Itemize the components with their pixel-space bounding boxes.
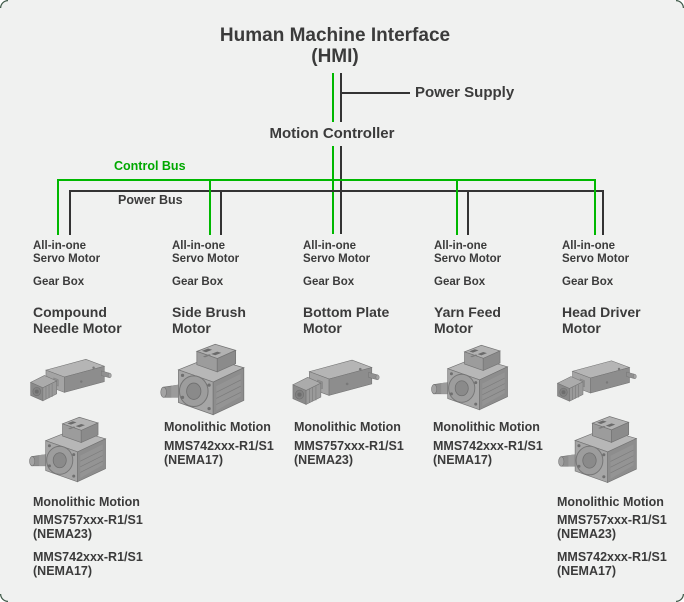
title-line-2: (HMI) bbox=[311, 46, 359, 67]
column-3-part-1: MMS757xxx-R1/S1 (NEMA23) bbox=[294, 439, 404, 467]
column-5-motor-name: Head Driver Motor bbox=[562, 304, 641, 336]
column-2-gearbox-label: Gear Box bbox=[172, 276, 224, 288]
motor-name-line: Side Brush bbox=[172, 304, 246, 320]
column-5-control-drop bbox=[594, 179, 596, 235]
motor-name-line: Head Driver bbox=[562, 304, 641, 320]
column-2-power-drop bbox=[220, 190, 222, 235]
column-3-motor-name: Bottom Plate Motor bbox=[303, 304, 389, 336]
part-nema: (NEMA17) bbox=[164, 452, 224, 467]
column-1-motor-name: Compound Needle Motor bbox=[33, 304, 122, 336]
part-nema: (NEMA17) bbox=[557, 563, 617, 578]
motor-name-line: Needle Motor bbox=[33, 320, 122, 336]
column-5-servo-label: All-in-one Servo Motor bbox=[562, 240, 629, 266]
rounded-corner bbox=[0, 594, 8, 602]
servo-label-line: Servo Motor bbox=[33, 253, 101, 265]
servo-label-line: Servo Motor bbox=[562, 253, 630, 265]
servo-label-line: All-in-one bbox=[172, 240, 226, 252]
part-model: MMS757xxx-R1/S1 bbox=[557, 513, 667, 527]
servo-label-line: All-in-one bbox=[562, 240, 616, 252]
column-4-monolithic-label: Monolithic Motion bbox=[433, 420, 540, 434]
gearbox-motor-image bbox=[26, 347, 112, 407]
column-1-gearbox-label: Gear Box bbox=[33, 276, 85, 288]
power-bus-line bbox=[69, 190, 604, 192]
servo-label-line: Servo Motor bbox=[434, 253, 502, 265]
title-line-1: Human Machine Interface bbox=[219, 25, 451, 46]
column-5-power-drop bbox=[602, 190, 604, 235]
column-4-motor-name: Yarn Feed Motor bbox=[434, 304, 501, 336]
rounded-corner bbox=[676, 594, 684, 602]
column-5-part-1: MMS757xxx-R1/S1 (NEMA23) bbox=[557, 513, 667, 541]
part-nema: (NEMA17) bbox=[433, 452, 493, 467]
hmi-control-line bbox=[332, 73, 334, 122]
motor-name-line: Motor bbox=[303, 320, 342, 336]
column-1-monolithic-label: Monolithic Motion bbox=[33, 495, 140, 509]
page-title: Human Machine Interface (HMI) bbox=[100, 25, 570, 67]
power-supply-label: Power Supply bbox=[415, 84, 515, 101]
column-2-monolithic-label: Monolithic Motion bbox=[164, 420, 271, 434]
rounded-corner bbox=[676, 0, 684, 8]
hmi-power-line bbox=[340, 73, 342, 122]
column-4-part-1: MMS742xxx-R1/S1 (NEMA17) bbox=[433, 439, 543, 467]
servo-label-line: All-in-one bbox=[303, 240, 357, 252]
power-bus-label: Power Bus bbox=[118, 193, 183, 207]
column-5-gearbox-label: Gear Box bbox=[562, 276, 614, 288]
column-1-power-drop bbox=[69, 190, 71, 235]
part-model: MMS757xxx-R1/S1 bbox=[33, 513, 143, 527]
column-5-part-2: MMS742xxx-R1/S1 (NEMA17) bbox=[557, 550, 667, 578]
column-1-part-2: MMS742xxx-R1/S1 (NEMA17) bbox=[33, 550, 143, 578]
column-1-part-1: MMS757xxx-R1/S1 (NEMA23) bbox=[33, 513, 143, 541]
servo-label-line: All-in-one bbox=[33, 240, 87, 252]
column-2-motor-name: Side Brush Motor bbox=[172, 304, 246, 336]
part-model: MMS742xxx-R1/S1 bbox=[433, 439, 543, 453]
servo-motor-image bbox=[158, 341, 252, 419]
motor-name-line: Motor bbox=[434, 320, 473, 336]
motor-name-line: Motor bbox=[562, 320, 601, 336]
part-nema: (NEMA17) bbox=[33, 563, 93, 578]
servo-label-line: Servo Motor bbox=[303, 253, 371, 265]
motor-name-line: Bottom Plate bbox=[303, 304, 390, 320]
column-2-control-drop bbox=[209, 179, 211, 235]
column-1-control-drop bbox=[57, 179, 59, 235]
gearbox-motor-image bbox=[553, 349, 637, 407]
column-3-servo-label: All-in-one Servo Motor bbox=[303, 240, 370, 266]
control-bus-line bbox=[57, 179, 596, 181]
part-model: MMS742xxx-R1/S1 bbox=[164, 439, 274, 453]
column-4-power-drop bbox=[467, 190, 469, 235]
column-3-monolithic-label: Monolithic Motion bbox=[294, 420, 401, 434]
part-model: MMS742xxx-R1/S1 bbox=[557, 550, 667, 564]
column-3-gearbox-label: Gear Box bbox=[303, 276, 355, 288]
column-2-servo-label: All-in-one Servo Motor bbox=[172, 240, 239, 266]
part-model: MMS757xxx-R1/S1 bbox=[294, 439, 404, 453]
servo-motor-image bbox=[27, 414, 113, 486]
control-bus-label: Control Bus bbox=[114, 159, 186, 173]
motor-name-line: Compound bbox=[33, 304, 107, 320]
part-model: MMS742xxx-R1/S1 bbox=[33, 550, 143, 564]
servo-motor-image bbox=[429, 342, 515, 414]
part-nema: (NEMA23) bbox=[557, 526, 617, 541]
rounded-corner bbox=[0, 0, 8, 8]
column-4-servo-label: All-in-one Servo Motor bbox=[434, 240, 501, 266]
column-1-servo-label: All-in-one Servo Motor bbox=[33, 240, 100, 266]
servo-motor-image bbox=[556, 413, 644, 487]
motor-name-line: Motor bbox=[172, 320, 211, 336]
motor-name-line: Yarn Feed bbox=[434, 304, 501, 320]
power-supply-branch-line bbox=[342, 92, 410, 94]
motion-controller-label: Motion Controller bbox=[269, 125, 395, 142]
column-4-gearbox-label: Gear Box bbox=[434, 276, 486, 288]
part-nema: (NEMA23) bbox=[33, 526, 93, 541]
column-2-part-1: MMS742xxx-R1/S1 (NEMA17) bbox=[164, 439, 274, 467]
gearbox-motor-image bbox=[288, 347, 380, 411]
part-nema: (NEMA23) bbox=[294, 452, 354, 467]
servo-label-line: All-in-one bbox=[434, 240, 488, 252]
servo-label-line: Servo Motor bbox=[172, 253, 240, 265]
column-5-monolithic-label: Monolithic Motion bbox=[557, 495, 664, 509]
column-4-control-drop bbox=[456, 179, 458, 235]
